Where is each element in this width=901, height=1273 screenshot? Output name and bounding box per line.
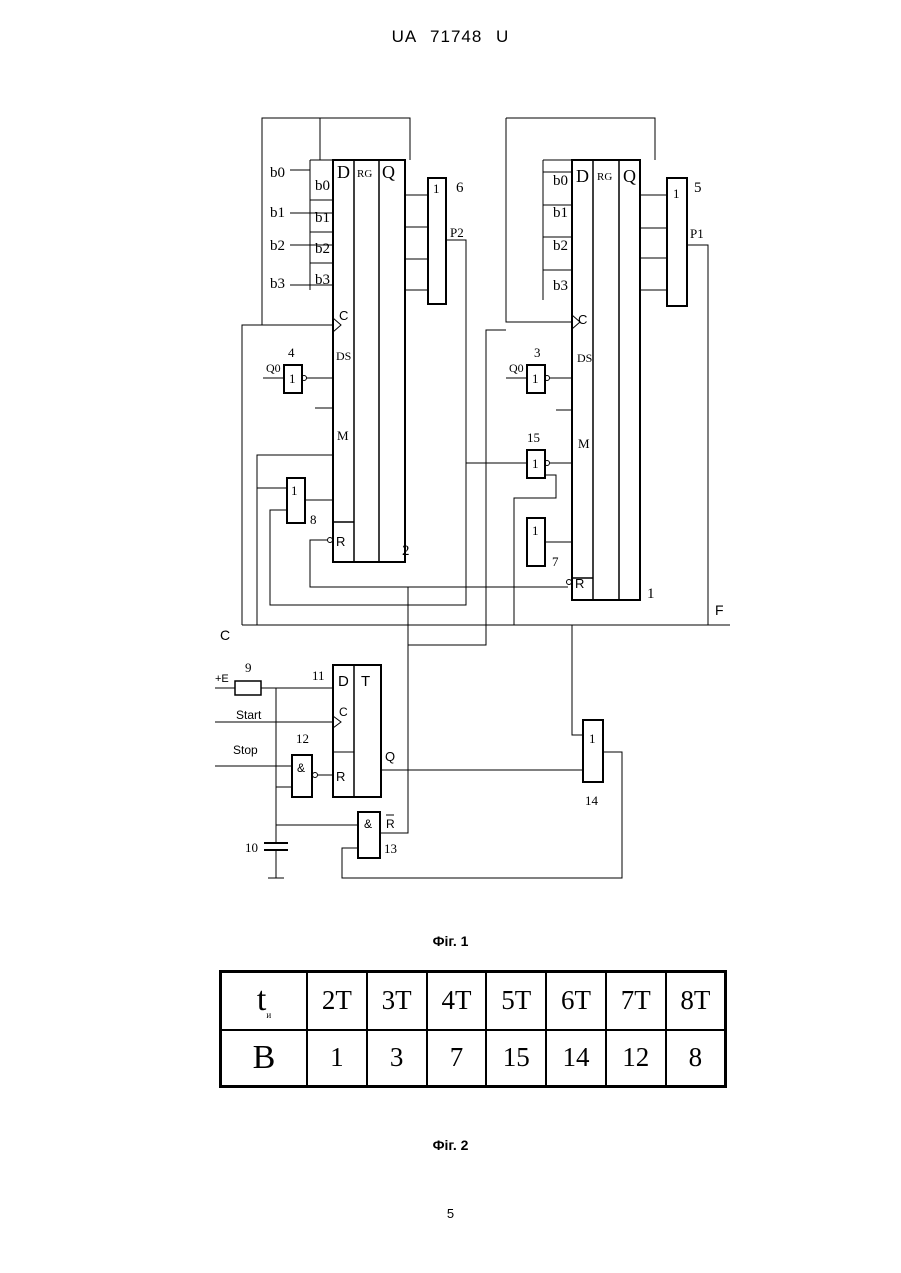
signal-plus-e: +E [215,673,229,685]
table-cell: 12 [606,1030,666,1087]
table-row: B 1 3 7 15 14 12 8 [221,1030,726,1087]
reg1-r-label: R [575,576,584,591]
table-cell: 2T [307,972,367,1030]
trigger-d-label: D [338,673,349,690]
table-cell: 1 [307,1030,367,1087]
element-number-15: 15 [527,430,540,445]
signal-stop: Stop [233,743,258,757]
reg1-d-label: D [576,166,589,186]
reg1-pin-b0: b0 [553,173,568,189]
input-b3: b3 [270,276,285,292]
signal-p1: P1 [690,226,704,241]
reg2-pin-b1: b1 [315,210,330,226]
reg1-m-label: M [578,436,590,451]
gate13-symbol: & [364,817,372,831]
reg2-rg-label: RG [357,168,372,180]
trigger-r-label: R [336,769,345,784]
or5-symbol: 1 [673,186,680,201]
element-number-1: 1 [647,586,655,602]
table-cell: 3 [367,1030,427,1087]
element-number-5: 5 [694,180,702,196]
figure-2-caption: Фіг. 2 [0,1137,901,1153]
reg2-pin-b0: b0 [315,178,330,194]
gate15-symbol: 1 [532,456,539,471]
reg1-pin-b2: b2 [553,238,568,254]
element-number-6: 6 [456,180,464,196]
page-number: 5 [0,1206,901,1221]
element-number-9: 9 [245,660,252,675]
table-cell: 14 [546,1030,606,1087]
gate8-symbol: 1 [291,483,298,498]
element-number-10: 10 [245,840,258,855]
reg2-r-label: R [336,534,345,549]
table-cell: 8T [666,972,726,1030]
reg1-pin-b1: b1 [553,205,568,221]
reg2-q-label: Q [382,162,395,182]
element-number-14: 14 [585,793,599,808]
table-cell: 15 [486,1030,546,1087]
table-cell: 4T [427,972,487,1030]
figure-1-caption: Фіг. 1 [0,933,901,949]
or6-symbol: 1 [433,181,440,196]
signal-start: Start [236,708,262,722]
element-number-13: 13 [384,841,397,856]
gate4-q0: Q0 [266,361,281,375]
table-cell: 7T [606,972,666,1030]
element-number-4: 4 [288,345,295,360]
figure-2-table: tи 2T 3T 4T 5T 6T 7T 8T B 1 3 7 15 14 12… [219,970,727,1088]
table-row-head-b: B [221,1030,308,1087]
gate3-symbol: 1 [532,371,539,386]
element-number-11: 11 [312,668,325,683]
signal-c: C [220,627,230,643]
reg2-m-label: M [337,428,349,443]
element-number-8: 8 [310,512,317,527]
reg1-q-label: Q [623,166,636,186]
element-number-12: 12 [296,731,309,746]
reg2-ds-label: DS [336,349,351,363]
gate14-symbol: 1 [589,731,596,746]
table-cell: 8 [666,1030,726,1087]
gate7-symbol: 1 [532,523,539,538]
signal-q: Q [385,749,395,764]
signal-r-bar: R [386,817,395,831]
input-b0: b0 [270,165,285,181]
reg1-rg-label: RG [597,171,612,183]
input-b2: b2 [270,238,285,254]
reg1-c-label: C [578,312,587,327]
gate4-symbol: 1 [289,371,296,386]
table-cell: 5T [486,972,546,1030]
reg2-pin-b3: b3 [315,272,330,288]
signal-p2: P2 [450,225,464,240]
reg2-d-label: D [337,162,350,182]
trigger-t-label: T [361,673,370,690]
table-row-head-t: tи [221,972,308,1030]
table-cell: 6T [546,972,606,1030]
trigger-c-label: C [339,705,348,719]
element-number-3: 3 [534,345,541,360]
table-row: tи 2T 3T 4T 5T 6T 7T 8T [221,972,726,1030]
element-number-7: 7 [552,554,559,569]
input-b1: b1 [270,205,285,221]
signal-f: F [715,602,724,618]
table-cell: 7 [427,1030,487,1087]
reg2-pin-b2: b2 [315,241,330,257]
reg2-c-label: C [339,308,348,323]
table-cell: 3T [367,972,427,1030]
circuit-diagram: b0 b1 b2 b3 b0 b1 b2 b3 D RG Q C DS M R … [0,0,901,920]
gate3-q0: Q0 [509,361,524,375]
reg1-ds-label: DS [577,351,592,365]
gate12-symbol: & [297,761,305,775]
element-number-2: 2 [402,543,410,559]
reg1-pin-b3: b3 [553,278,568,294]
